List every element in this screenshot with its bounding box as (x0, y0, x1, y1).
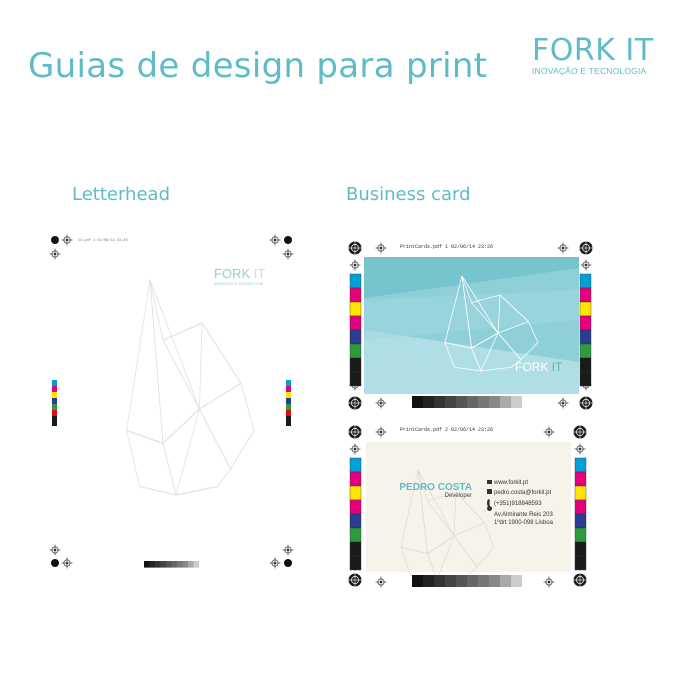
contact-phone: (+351)918848593 (494, 501, 542, 507)
registration-mark-icon (348, 573, 362, 587)
letterhead-sheet: 14.pdf 1 02/06/14 23:26 FORK IT INOVAÇÃO… (49, 234, 294, 569)
phone-icon (487, 499, 490, 507)
crosshair-icon (282, 544, 294, 556)
crosshair-icon (269, 557, 281, 569)
back-card-slug: PrintCards.pdf 2 02/06/14 23:26 (400, 427, 493, 433)
brand-name: FORK IT (532, 33, 654, 68)
email-icon (487, 489, 492, 494)
business-card-label: Business card (346, 184, 471, 205)
business-card-back: PEDRO COSTA Developer www.forkit.pt pedr… (348, 425, 587, 588)
brand-tagline: INOVAÇÃO E TECNOLOGIA (532, 66, 647, 76)
gray-ramp (412, 575, 522, 587)
globe-icon (487, 480, 492, 484)
registration-mark-icon (579, 396, 593, 410)
crosshair-icon (375, 242, 387, 254)
color-bar-right (574, 457, 587, 571)
business-card-front: FORK IT PrintCards.pdf 1 02/06/14 23:26 (348, 241, 593, 410)
crosshair-icon (375, 397, 387, 409)
registration-mark-icon (348, 425, 362, 439)
crosshair-icon (349, 443, 361, 455)
crosshair-icon (375, 576, 387, 588)
contact-address-line1: Av.Almirante Reis 203 (494, 512, 553, 518)
letterhead-logo-tagline: INOVAÇÃO E TECNOLOGIA (214, 281, 264, 286)
crosshair-icon (269, 234, 281, 246)
registration-mark-icon (348, 241, 362, 255)
crosshair-icon (61, 557, 73, 569)
registration-mark-icon (51, 559, 59, 567)
crosshair-icon (543, 576, 555, 588)
letterhead-label: Letterhead (72, 184, 170, 205)
gray-ramp (144, 561, 199, 568)
page-title: Guias de design para print (28, 46, 488, 86)
registration-mark-icon (579, 241, 593, 255)
front-card-slug: PrintCards.pdf 1 02/06/14 23:26 (400, 244, 493, 250)
registration-mark-icon (573, 573, 587, 587)
person-name: PEDRO COSTA (399, 482, 472, 493)
color-bar-right (286, 380, 291, 426)
crosshair-icon (543, 426, 555, 438)
crosshair-icon (349, 259, 361, 271)
contact-address-line2: 1ºdrt 1900-098 Lisboa (494, 519, 554, 526)
color-bar-right (579, 273, 592, 387)
registration-mark-icon (284, 559, 292, 567)
registration-mark-icon (573, 425, 587, 439)
color-bar-left (349, 273, 362, 387)
registration-mark-icon (348, 396, 362, 410)
crosshair-icon (282, 248, 294, 260)
crosshair-icon (574, 443, 586, 455)
person-role: Developer (445, 493, 472, 499)
crosshair-icon (49, 248, 61, 260)
letterhead-logo: FORK IT (214, 266, 265, 281)
registration-mark-icon (51, 236, 59, 244)
crosshair-icon (375, 426, 387, 438)
crosshair-icon (557, 242, 569, 254)
brand-logo: FORK IT INOVAÇÃO E TECNOLOGIA (532, 33, 654, 77)
crosshair-icon (557, 397, 569, 409)
color-bar-left (52, 380, 57, 426)
crosshair-icon (49, 544, 61, 556)
front-card-logo: FORK IT (515, 360, 563, 374)
registration-mark-icon (284, 236, 292, 244)
contact-web: www.forkit.pt (493, 480, 528, 486)
location-pin-icon (487, 506, 493, 515)
letterhead-slug: 14.pdf 1 02/06/14 23:26 (78, 238, 128, 243)
contact-email: pedro.costa@forkit.pt (494, 490, 551, 496)
crosshair-icon (61, 234, 73, 246)
gray-ramp (412, 396, 522, 408)
color-bar-left (349, 457, 362, 571)
crosshair-icon (580, 259, 592, 271)
